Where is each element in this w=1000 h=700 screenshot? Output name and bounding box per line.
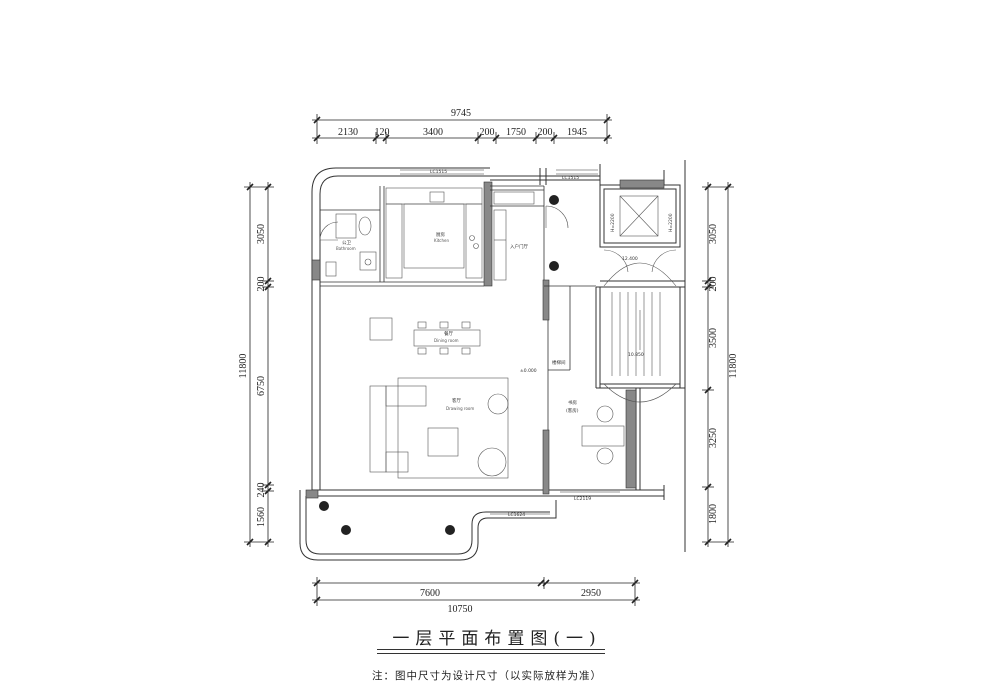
right-dimension-labels: 3050 200 3500 3250 1800 11800 (708, 224, 739, 524)
window-openings (400, 169, 620, 515)
bottom-segment-left: 7600 (420, 588, 440, 599)
main-level-mark: ±0.000 (520, 368, 537, 374)
kitchen-label: 厨房 (436, 231, 445, 238)
structural-columns (305, 179, 665, 499)
left-dimension-labels: 11800 3050 200 6750 240 1560 (238, 224, 267, 527)
door-swings (319, 205, 677, 273)
kitchen-fixtures (385, 187, 483, 279)
dining-label-en: Dining room (434, 338, 459, 343)
top-segment-dimensions: 2130 120 3400 200 1750 200 1945 (338, 127, 587, 138)
bedroom-label: 书房 (568, 399, 577, 406)
dim-label: 6750 (256, 376, 267, 396)
dim-label: 3050 (708, 224, 719, 244)
elevator-height-right: H=2200 (668, 213, 674, 232)
footnote: 注：图中尺寸为设计尺寸（以实际放样为准） (372, 670, 602, 682)
left-dimension-chain (244, 182, 274, 547)
right-total-dimension: 11800 (728, 354, 739, 379)
left-total-dimension: 11800 (238, 354, 249, 379)
living-label: 客厅 (452, 397, 461, 404)
living-label-en: Drawing room (446, 406, 474, 411)
dim-label: 1800 (708, 504, 719, 524)
lower-level-mark: 10.850 (628, 352, 644, 358)
potted-plants (319, 195, 559, 535)
title-underline (377, 649, 605, 650)
dim-label: 200 (256, 277, 267, 292)
bottom-dimension-chain (312, 577, 640, 606)
dim-label: 1945 (567, 127, 587, 138)
bedroom-sublabel: (客房) (566, 407, 579, 414)
stair-fixtures (603, 195, 677, 403)
upper-level-mark: 12.400 (622, 256, 638, 262)
right-dimension-chain (702, 182, 734, 547)
entrance-label: 入户门厅 (510, 243, 528, 250)
dim-label: 120 (375, 127, 390, 138)
dining-label: 餐厅 (444, 330, 453, 337)
window-tag-lc1515-b: LC1515 (562, 175, 579, 181)
dim-label: 3500 (708, 328, 719, 348)
kitchen-label-en: Kitchen (434, 238, 449, 243)
dim-label: 1560 (256, 507, 267, 527)
page-title: 一层平面布置图(一) (392, 629, 602, 649)
bottom-total-dimension: 10750 (448, 604, 473, 615)
window-tag-lc2119: LC2119 (574, 496, 591, 502)
title-underline-second (377, 653, 605, 654)
exterior-walls (299, 160, 686, 561)
entrance-fixtures (493, 191, 535, 281)
dim-label: 200 (708, 277, 719, 292)
dim-label: 240 (256, 483, 267, 498)
dim-label: 1750 (506, 127, 526, 138)
stair-label: 楼梯间 (552, 359, 566, 366)
dim-label: 2130 (338, 127, 358, 138)
dim-label: 200 (480, 127, 495, 138)
window-tag-lc1624: LC1624 (508, 512, 525, 518)
bathroom-label: 公卫 (342, 240, 351, 246)
dim-label: 3050 (256, 224, 267, 244)
top-dimension-chain (312, 114, 612, 144)
living-furniture (369, 377, 509, 479)
bottom-segment-right: 2950 (581, 588, 601, 599)
bedroom-furniture (581, 405, 625, 465)
dim-label: 3400 (423, 127, 443, 138)
elevator-height-left: H=2200 (610, 213, 616, 232)
dim-label: 3250 (708, 428, 719, 448)
interior-walls (320, 185, 596, 430)
top-total-dimension: 9745 (451, 108, 471, 119)
window-tag-lc1515-a: LC1515 (430, 169, 447, 175)
bathroom-fixtures (325, 213, 377, 277)
dining-furniture (369, 317, 481, 355)
bathroom-label-en: Bathroom (336, 246, 356, 251)
dim-label: 200 (538, 127, 553, 138)
